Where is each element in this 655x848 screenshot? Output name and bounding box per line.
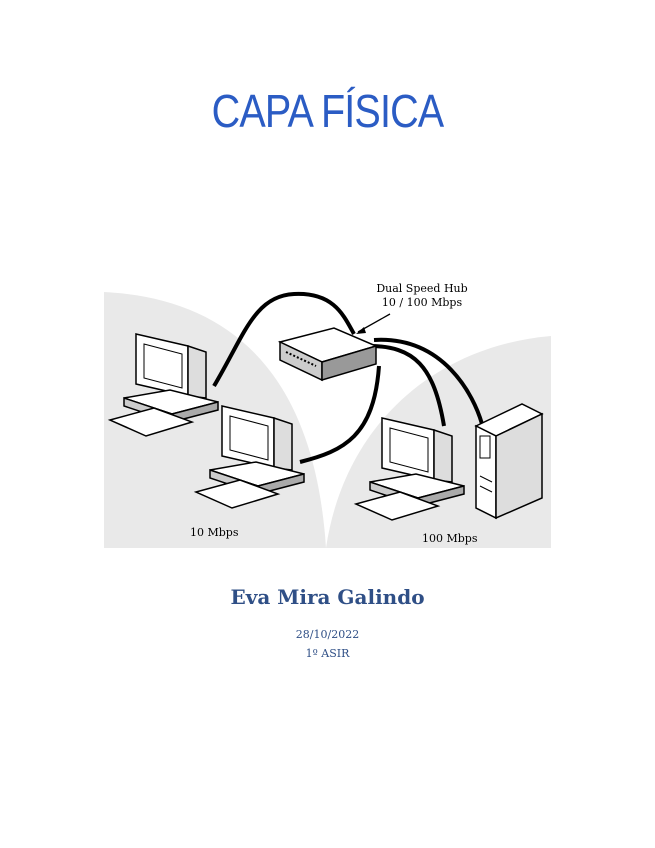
left-speed-label: 10 Mbps — [190, 526, 239, 539]
hub-label-line2: 10 / 100 Mbps — [382, 296, 463, 309]
hub-arrow-head — [356, 327, 366, 334]
hub-icon — [277, 327, 379, 382]
computer-icon — [353, 417, 465, 521]
course-label: 1º ASIR — [305, 647, 350, 660]
network-diagram-svg: Dual Speed Hub 10 / 100 Mbps — [104, 282, 551, 548]
server-tower-icon — [474, 403, 544, 520]
network-diagram: Dual Speed Hub 10 / 100 Mbps — [104, 276, 551, 548]
right-speed-label: 100 Mbps — [422, 532, 478, 545]
cable-server — [373, 337, 484, 425]
computer-icon — [107, 333, 219, 437]
hub-label-line1: Dual Speed Hub — [376, 282, 467, 295]
document-date: 28/10/2022 — [295, 628, 360, 641]
cable-left-pc — [212, 291, 356, 388]
computer-icon — [193, 405, 305, 509]
page-title: CAPA FÍSICA — [211, 85, 444, 137]
cable-center-pc — [299, 365, 381, 464]
cable-right-pc — [368, 344, 446, 427]
author-name: Eva Mira Galindo — [230, 585, 425, 609]
